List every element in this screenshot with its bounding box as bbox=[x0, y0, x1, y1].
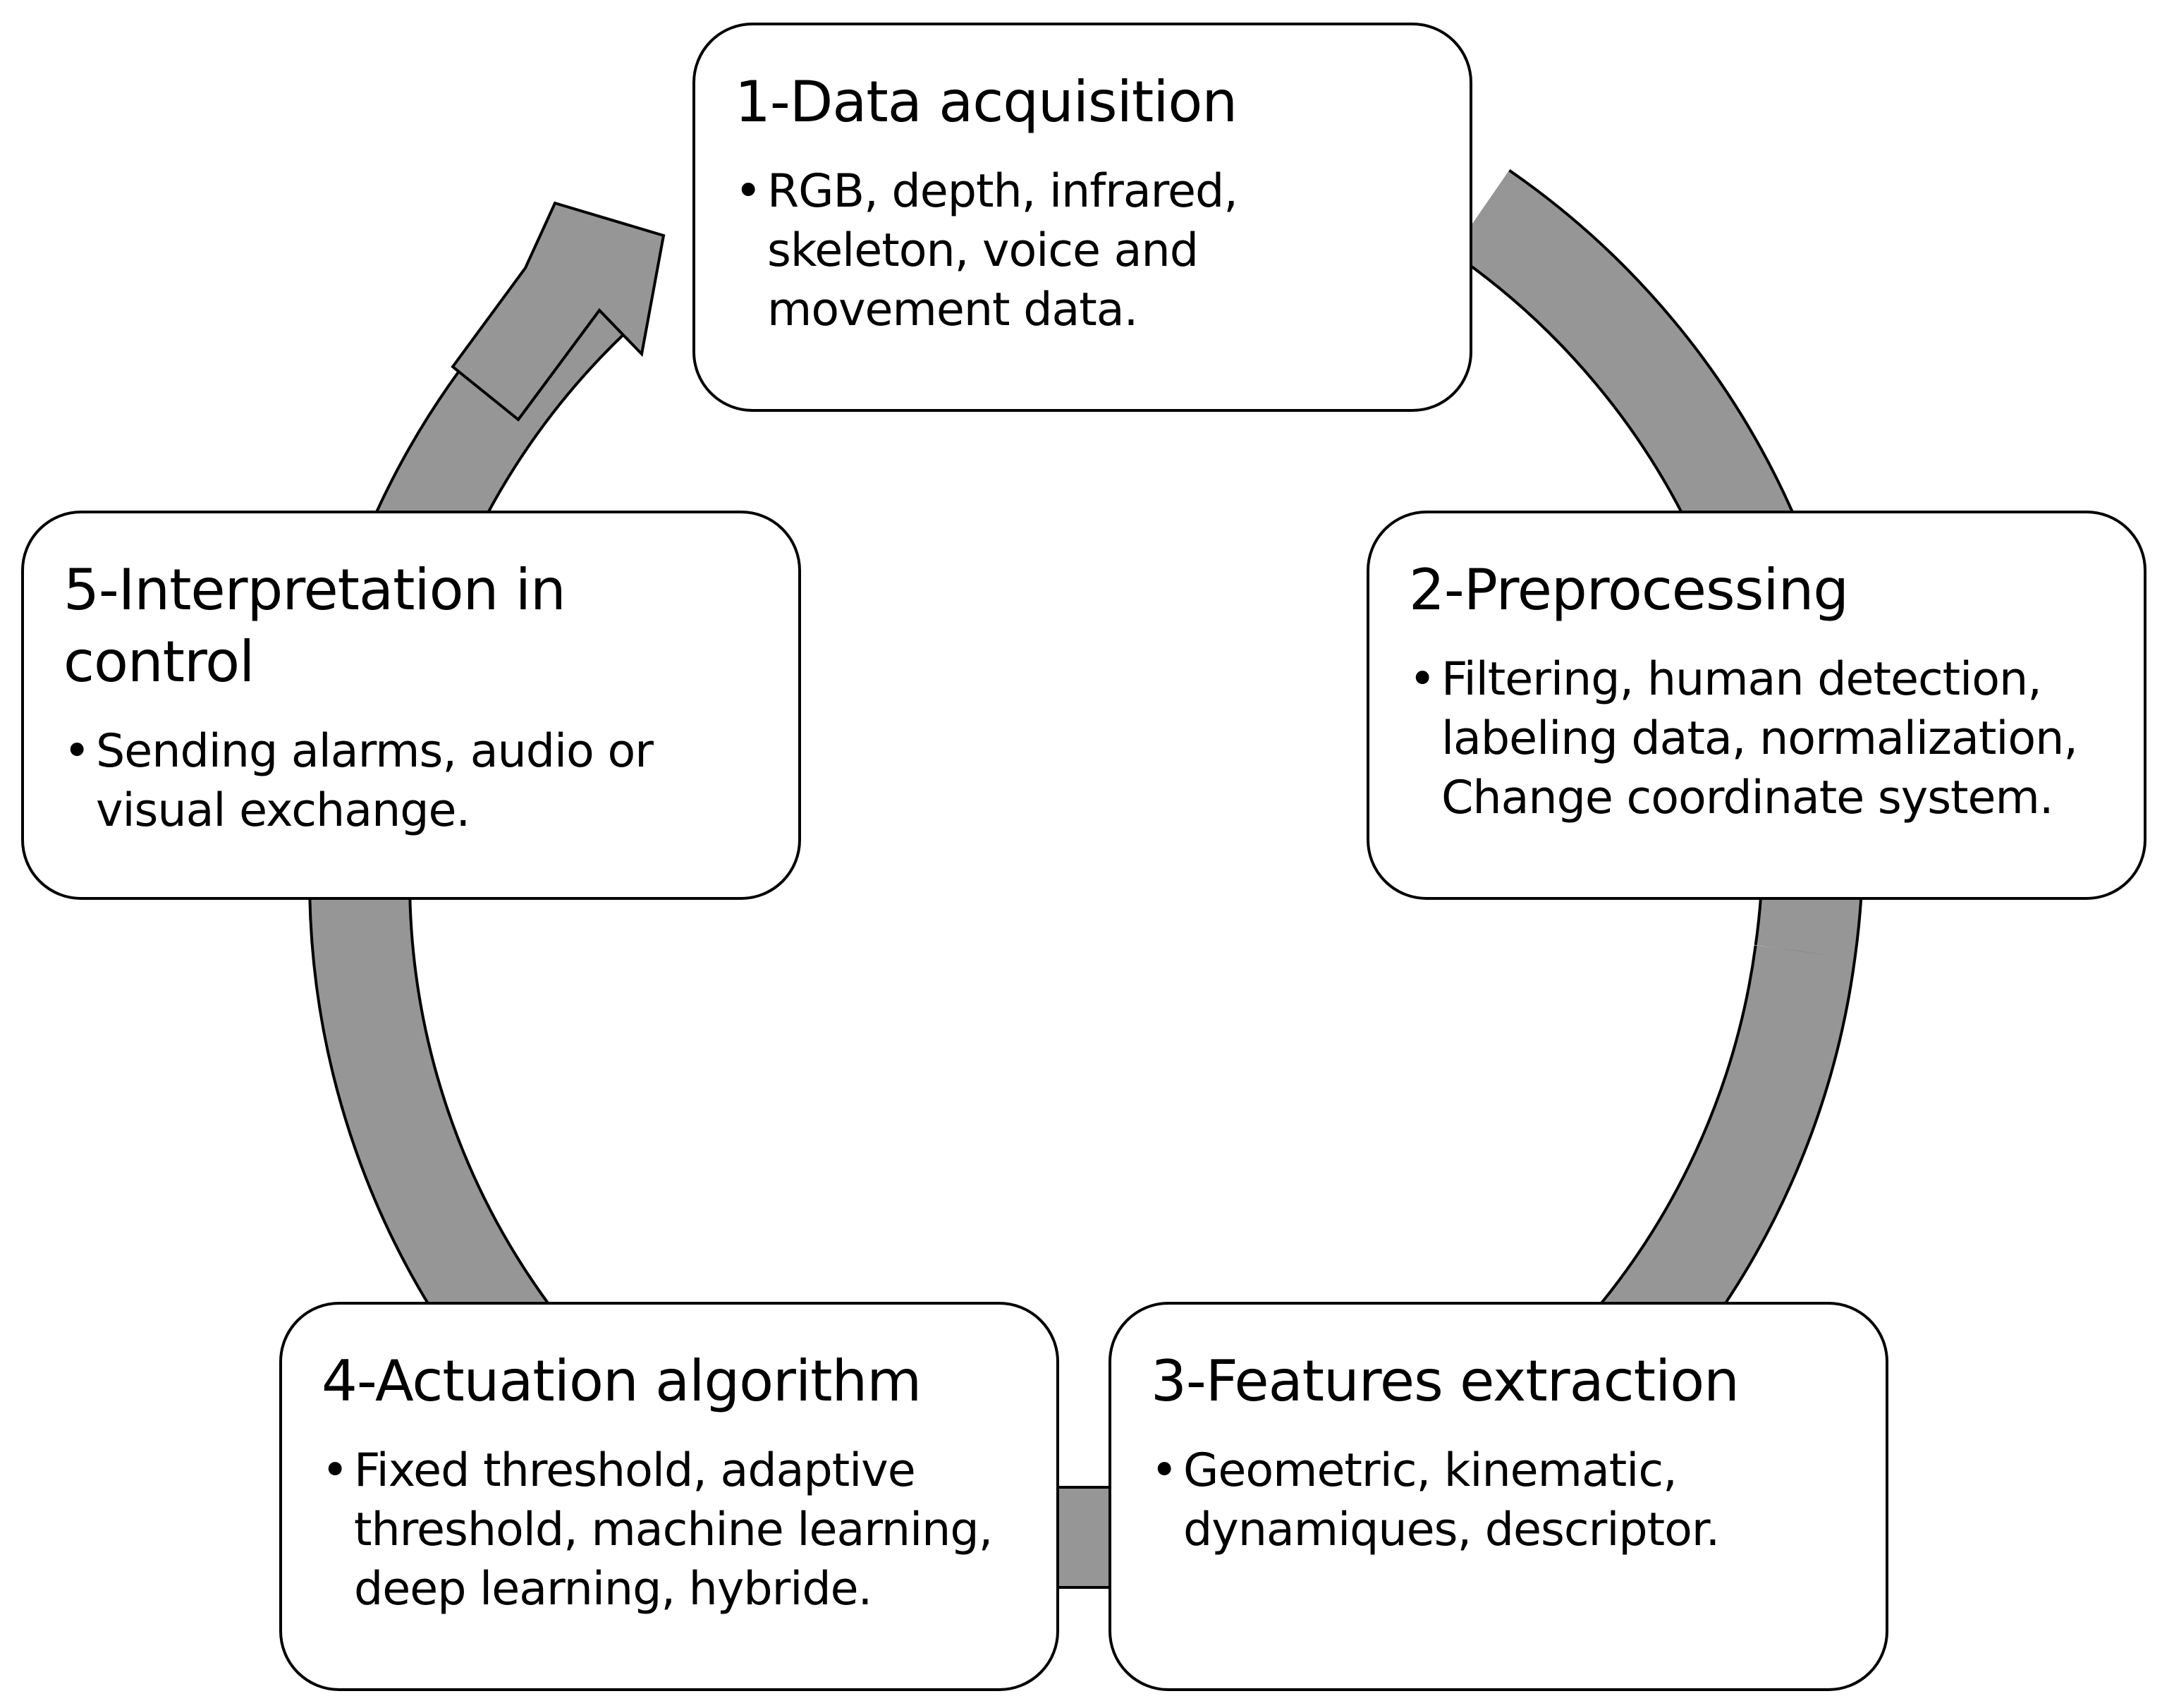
step-2-item: • Filtering, human detection, labeling d… bbox=[1409, 650, 2104, 828]
step-4-list: • Fixed threshold, adaptive threshold, m… bbox=[322, 1441, 1017, 1619]
bullet-icon: • bbox=[322, 1444, 348, 1497]
bullet-icon: • bbox=[63, 725, 90, 778]
step-5-list: • Sending alarms, audio or visual exchan… bbox=[63, 722, 759, 841]
step-2-list: • Filtering, human detection, labeling d… bbox=[1409, 650, 2104, 828]
step-3-title: 3-Features extraction bbox=[1151, 1348, 1740, 1414]
step-5-item-text: Sending alarms, audio or visual exchange… bbox=[96, 725, 654, 837]
bullet-icon: • bbox=[735, 165, 762, 218]
step-1-box: 1-Data acquisition • RGB, depth, infrare… bbox=[692, 23, 1472, 412]
step-2-title: 2-Preprocessing bbox=[1409, 557, 1849, 623]
step-1-title: 1-Data acquisition bbox=[735, 69, 1238, 135]
step-4-box: 4-Actuation algorithm • Fixed threshold,… bbox=[279, 1302, 1059, 1691]
step-5-box: 5-Interpretation in control • Sending al… bbox=[21, 511, 801, 900]
step-4-title: 4-Actuation algorithm bbox=[322, 1348, 922, 1414]
step-1-list: • RGB, depth, infrared, skeleton, voice … bbox=[735, 162, 1430, 340]
bullet-icon: • bbox=[1151, 1444, 1178, 1497]
step-3-item: • Geometric, kinematic, dynamiques, desc… bbox=[1151, 1441, 1846, 1560]
cycle-arrowhead bbox=[451, 201, 666, 422]
step-3-box: 3-Features extraction • Geometric, kinem… bbox=[1109, 1302, 1888, 1691]
step-4-item: • Fixed threshold, adaptive threshold, m… bbox=[322, 1441, 1017, 1619]
step-3-list: • Geometric, kinematic, dynamiques, desc… bbox=[1151, 1441, 1846, 1560]
step-5-title: 5-Interpretation in control bbox=[63, 557, 566, 695]
step-1-item: • RGB, depth, infrared, skeleton, voice … bbox=[735, 162, 1430, 340]
step-5-item: • Sending alarms, audio or visual exchan… bbox=[63, 722, 759, 841]
step-4-item-text: Fixed threshold, adaptive threshold, mac… bbox=[354, 1444, 993, 1616]
step-2-box: 2-Preprocessing • Filtering, human detec… bbox=[1367, 511, 2146, 900]
bullet-icon: • bbox=[1409, 653, 1436, 706]
step-2-item-text: Filtering, human detection, labeling dat… bbox=[1441, 653, 2078, 824]
step-3-item-text: Geometric, kinematic, dynamiques, descri… bbox=[1183, 1444, 1720, 1556]
step-1-item-text: RGB, depth, infrared, skeleton, voice an… bbox=[767, 165, 1238, 336]
